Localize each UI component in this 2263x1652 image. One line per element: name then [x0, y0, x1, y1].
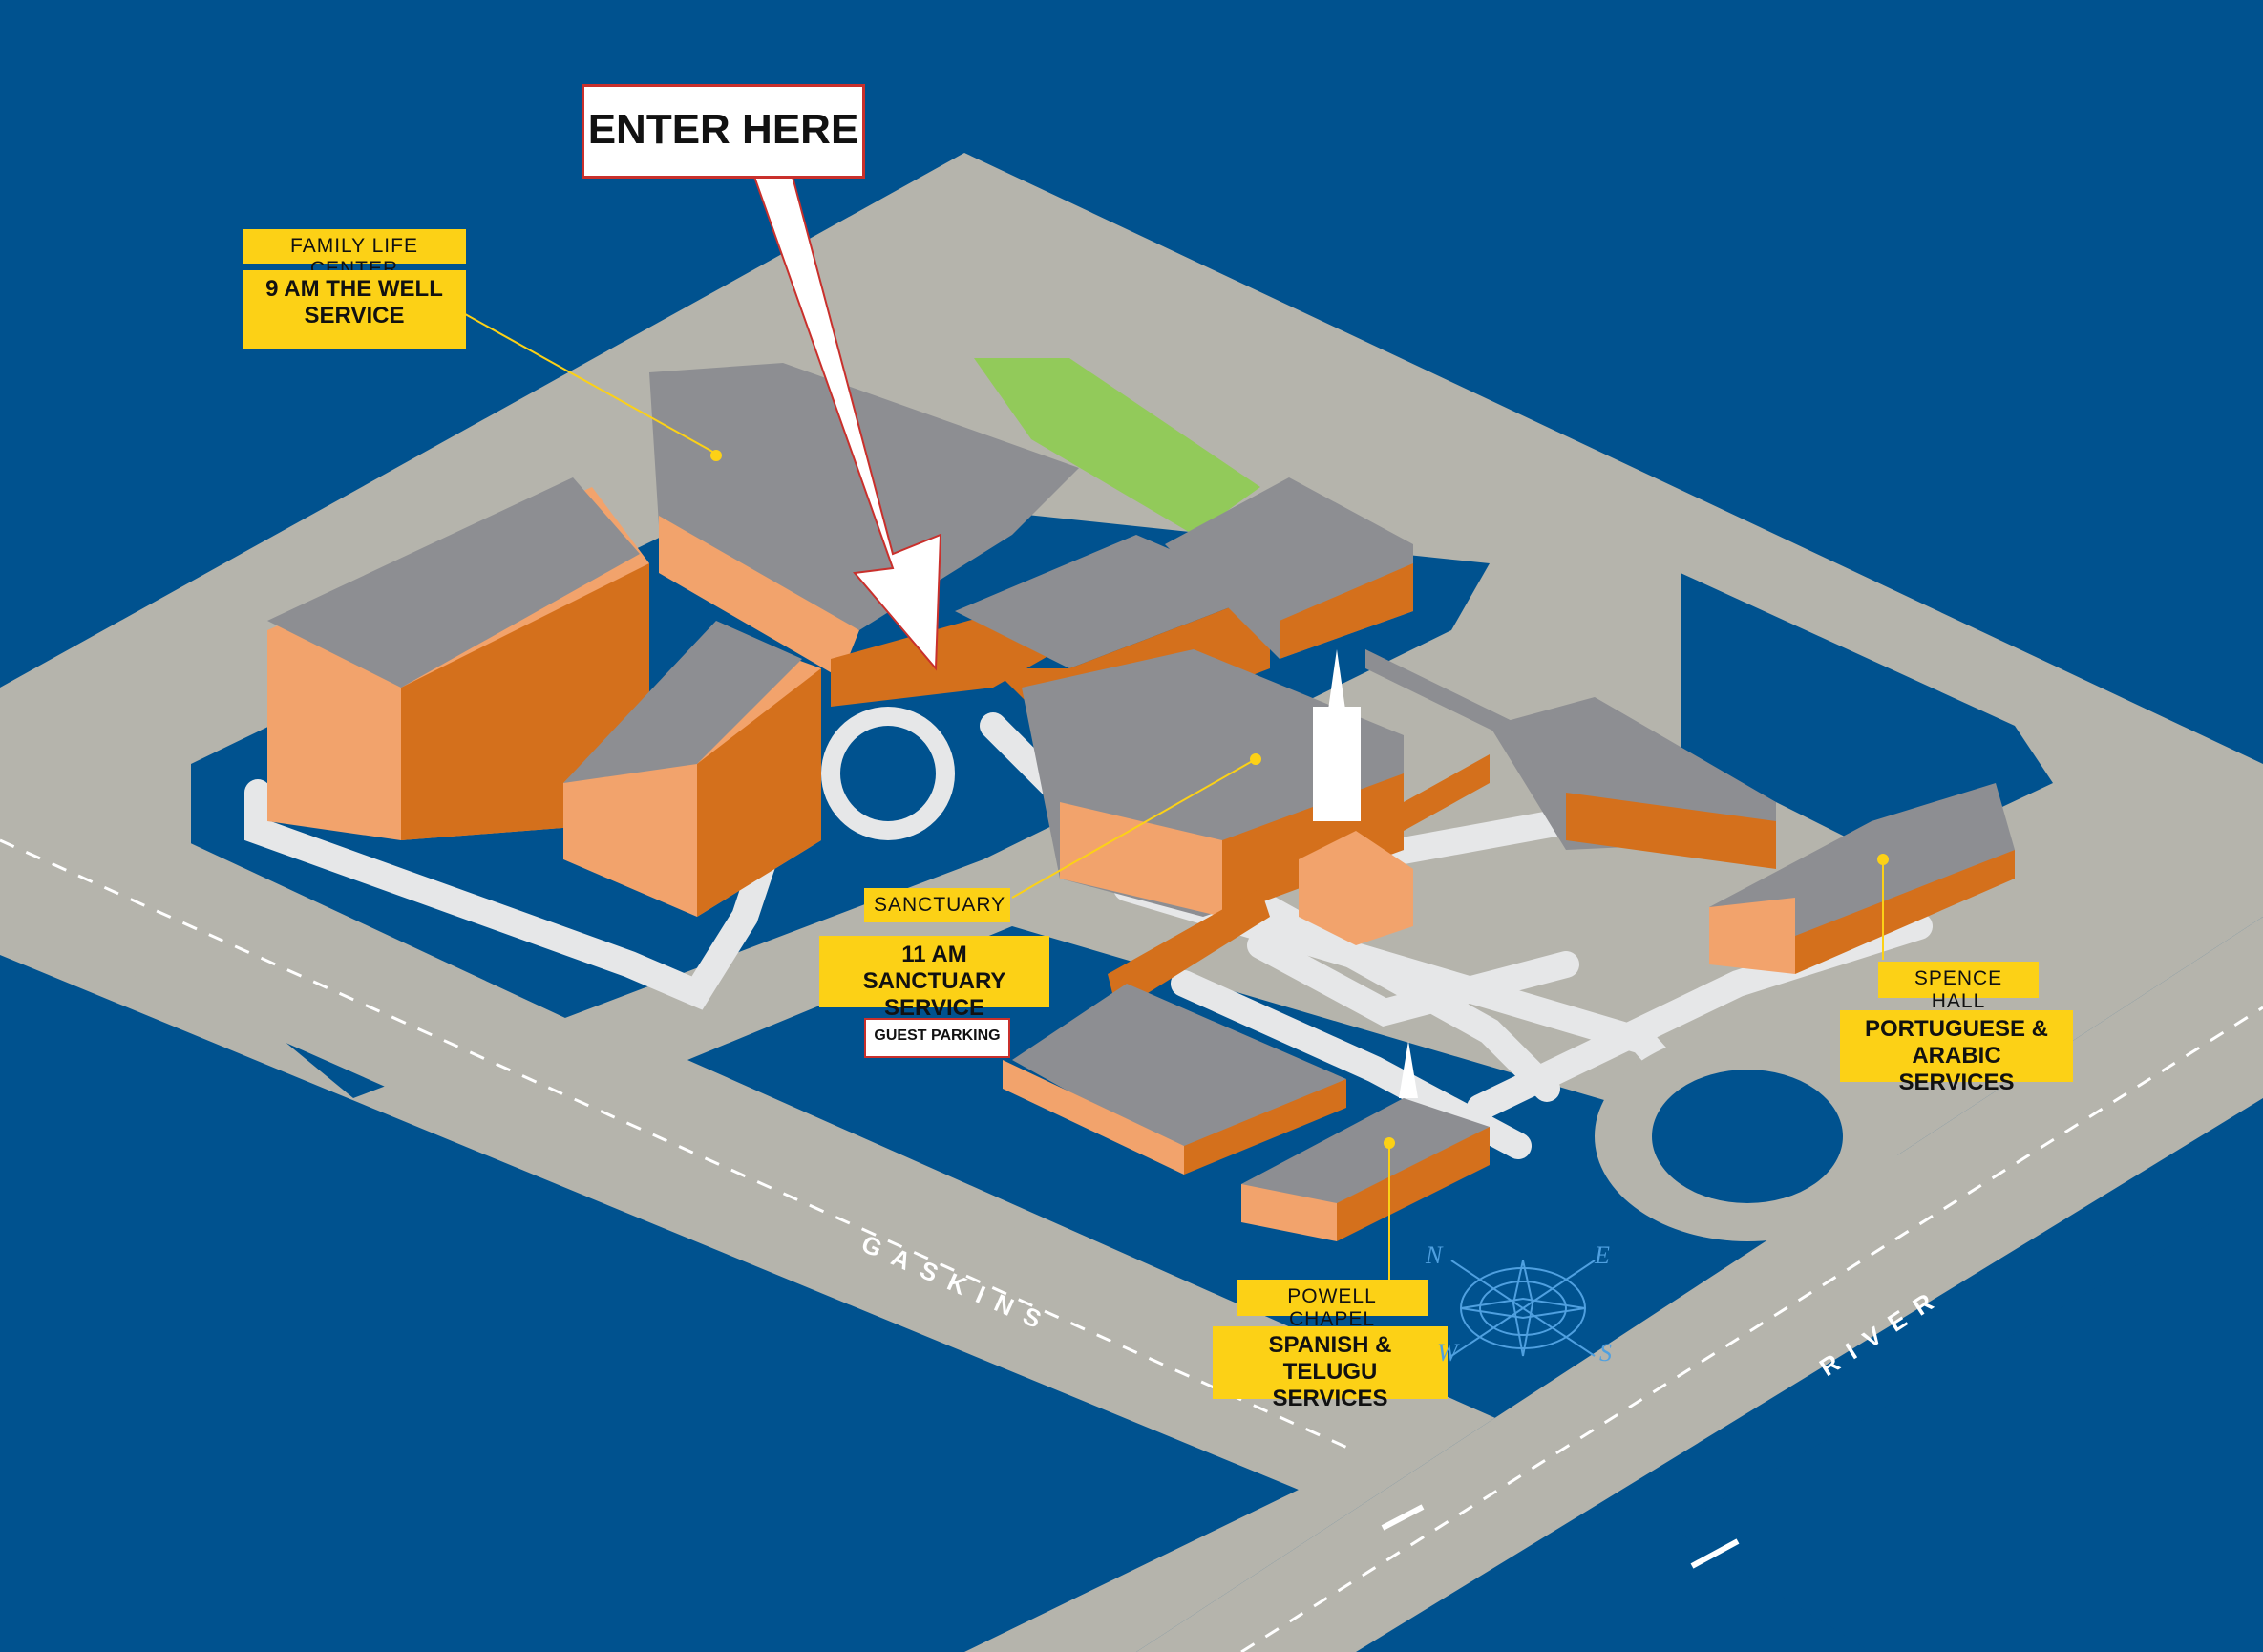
powell-chapel-service: SPANISH & TELUGU SERVICES [1213, 1326, 1448, 1411]
compass-north: N [1426, 1241, 1443, 1269]
guest-parking-label: GUEST PARKING [864, 1018, 1010, 1058]
crosswalk-marks [1381, 1504, 1740, 1569]
compass-south: S [1599, 1339, 1612, 1366]
enter-arrow [752, 176, 942, 671]
south-building [1003, 984, 1346, 1175]
lawn [974, 358, 1260, 535]
east-wing-building [1490, 697, 1776, 869]
river-roundabout-center [1652, 1070, 1843, 1203]
inner-blue-area-right [1681, 573, 2053, 859]
blue-bottom-left [0, 955, 1299, 1652]
spence-hall-label: SPENCE HALL [1878, 962, 2039, 1012]
powell-chapel-building [1241, 1041, 1490, 1241]
family-life-center-service: 9 AM THE WELL SERVICE [243, 270, 466, 349]
family-life-center-building [267, 363, 1079, 917]
leader-lines [457, 309, 1889, 1280]
powell-chapel-label: POWELL CHAPEL [1237, 1280, 1428, 1330]
compass-east: E [1595, 1241, 1610, 1269]
compass-west: W [1437, 1339, 1458, 1366]
gaskins-road [0, 754, 1413, 1490]
spence-hall-service: PORTUGUESE & ARABIC SERVICES [1840, 1010, 2073, 1095]
spence-hall-building [1709, 783, 2015, 974]
sanctuary-service: 11 AM SANCTUARY SERVICE [819, 936, 1049, 1021]
entrance-roundabout-center [840, 726, 936, 821]
river-centerline [1240, 1006, 2263, 1652]
river-road [1136, 917, 2263, 1652]
sanctuary-label: SANCTUARY [864, 888, 1010, 922]
blue-bottom-right [1671, 1194, 2263, 1652]
enter-here-label: ENTER HERE [582, 84, 865, 179]
compass-rose [1450, 1260, 1596, 1357]
family-life-center-label: FAMILY LIFE CENTER [243, 229, 466, 280]
gaskins-centerline [0, 838, 1357, 1453]
